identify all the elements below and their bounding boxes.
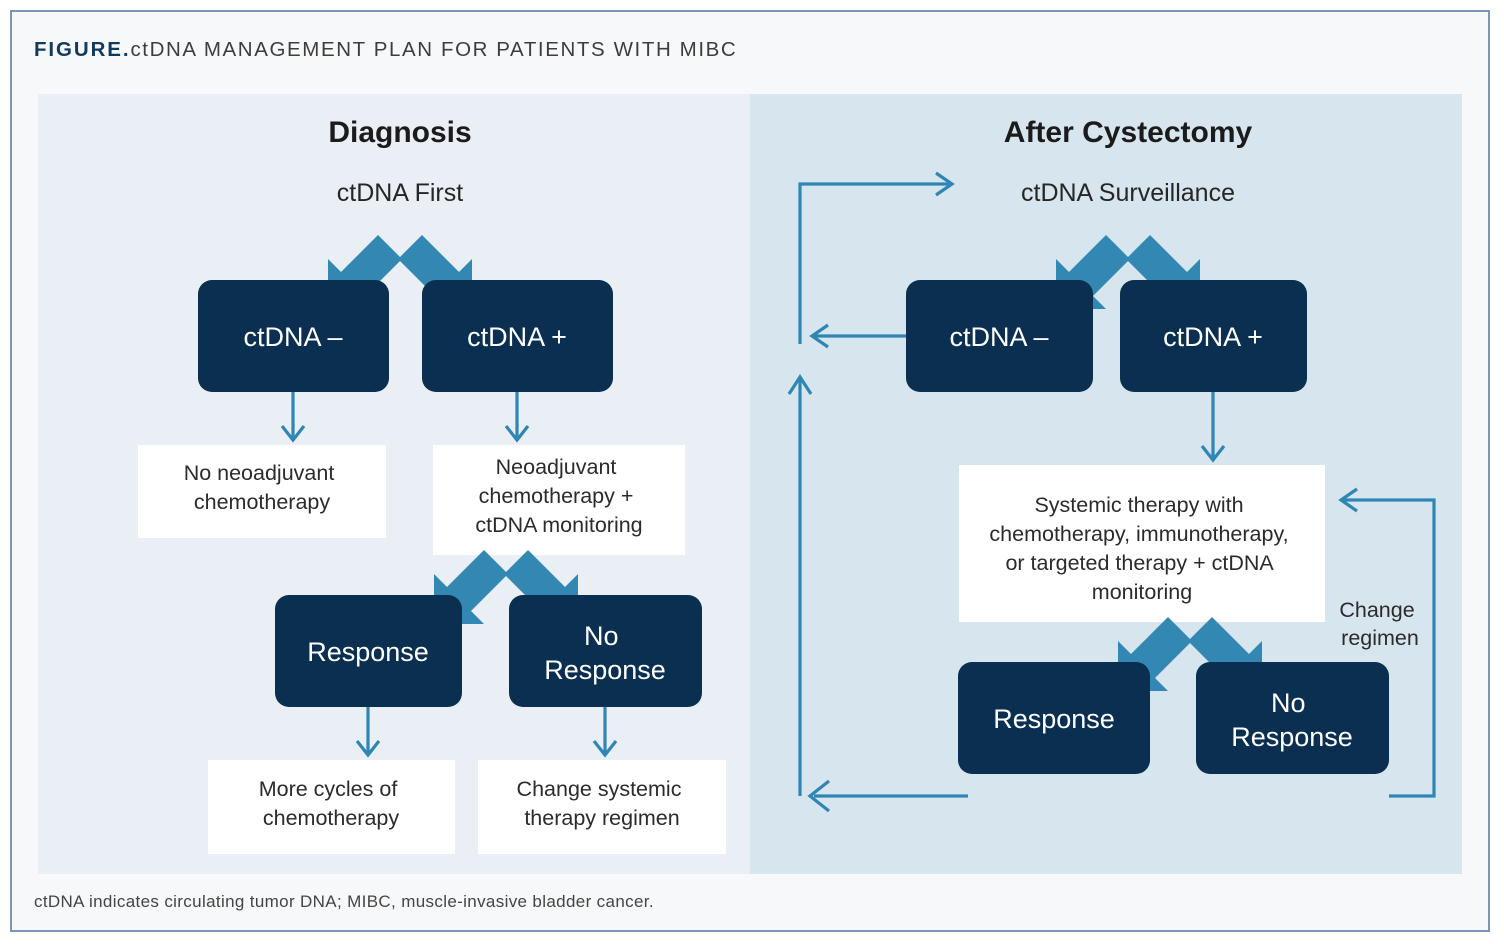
box-response-left-label: Response <box>307 637 429 667</box>
panel-left-entry-label: ctDNA First <box>337 179 463 207</box>
box-no-neoadjuvant-label: No neoadjuvant chemotherapy <box>184 461 341 514</box>
figure-card: FIGURE.ctDNA MANAGEMENT PLAN FOR PATIENT… <box>10 10 1490 932</box>
box-ctdna-negative-left[interactable] <box>198 280 389 392</box>
box-change-systemic-label: Change systemic therapy regimen <box>517 777 688 830</box>
panel-left-heading: Diagnosis <box>328 116 471 149</box>
flowchart-area: Diagnosis ctDNA First ctDNA – ctDNA + <box>38 84 1462 874</box>
box-systemic-therapy-label: Systemic therapy with chemotherapy, immu… <box>989 493 1294 604</box>
box-more-cycles-label: More cycles of chemotherapy <box>259 777 404 830</box>
box-ctdna-positive-left[interactable] <box>422 280 613 392</box>
box-change-systemic[interactable] <box>478 760 726 854</box>
figure-label: FIGURE. <box>34 38 131 61</box>
figure-title: FIGURE.ctDNA MANAGEMENT PLAN FOR PATIENT… <box>34 38 737 62</box>
box-neoadjuvant[interactable] <box>433 445 685 555</box>
box-no-neoadjuvant[interactable] <box>138 445 386 538</box>
loop-label-change-regimen: Change regimen <box>1339 598 1420 650</box>
loop-arrow-change-regimen <box>1338 487 1436 798</box>
figure-title-text: ctDNA MANAGEMENT PLAN FOR PATIENTS WITH … <box>130 38 738 61</box>
box-ctdna-positive-right-label: ctDNA + <box>1163 322 1263 352</box>
box-no-response-right-label: No Response <box>1231 688 1353 752</box>
panel-right-entry-label: ctDNA Surveillance <box>1021 179 1235 207</box>
box-ctdna-positive-left-label: ctDNA + <box>467 322 567 352</box>
connector-no-response-to-change-systemic <box>592 707 618 758</box>
box-response-right[interactable] <box>958 662 1150 774</box>
box-ctdna-negative-left-label: ctDNA – <box>243 322 342 352</box>
loop-arrow-from-ctdna-negative-right <box>809 323 906 349</box>
box-ctdna-positive-right[interactable] <box>1120 280 1307 392</box>
box-neoadjuvant-label: Neoadjuvant chemotherapy + ctDNA monitor… <box>475 455 642 537</box>
connector-response-to-more-cycles <box>355 707 381 758</box>
box-no-response-right[interactable] <box>1196 662 1389 774</box>
loop-arrow-from-response-right <box>807 779 968 813</box>
box-ctdna-negative-right-label: ctDNA – <box>949 322 1048 352</box>
box-systemic-therapy[interactable] <box>959 465 1325 622</box>
figure-footnote: ctDNA indicates circulating tumor DNA; M… <box>34 892 654 911</box>
loop-arrow-to-surveillance <box>798 171 955 344</box>
box-response-right-label: Response <box>993 704 1115 734</box>
loop-arrow-up-right-panel <box>787 374 813 796</box>
box-no-response-left[interactable] <box>509 595 702 707</box>
connector-ctdna-negative-to-no-neoadjuvant <box>280 392 306 443</box>
box-no-response-left-label: No Response <box>544 621 666 685</box>
box-ctdna-negative-right[interactable] <box>906 280 1093 392</box>
connector-ctdna-positive-to-neoadjuvant <box>504 392 530 443</box>
box-response-left[interactable] <box>275 595 462 707</box>
connector-ctdna-positive-to-systemic <box>1200 392 1226 463</box>
panel-right-heading: After Cystectomy <box>1004 116 1253 149</box>
box-more-cycles[interactable] <box>208 760 455 854</box>
